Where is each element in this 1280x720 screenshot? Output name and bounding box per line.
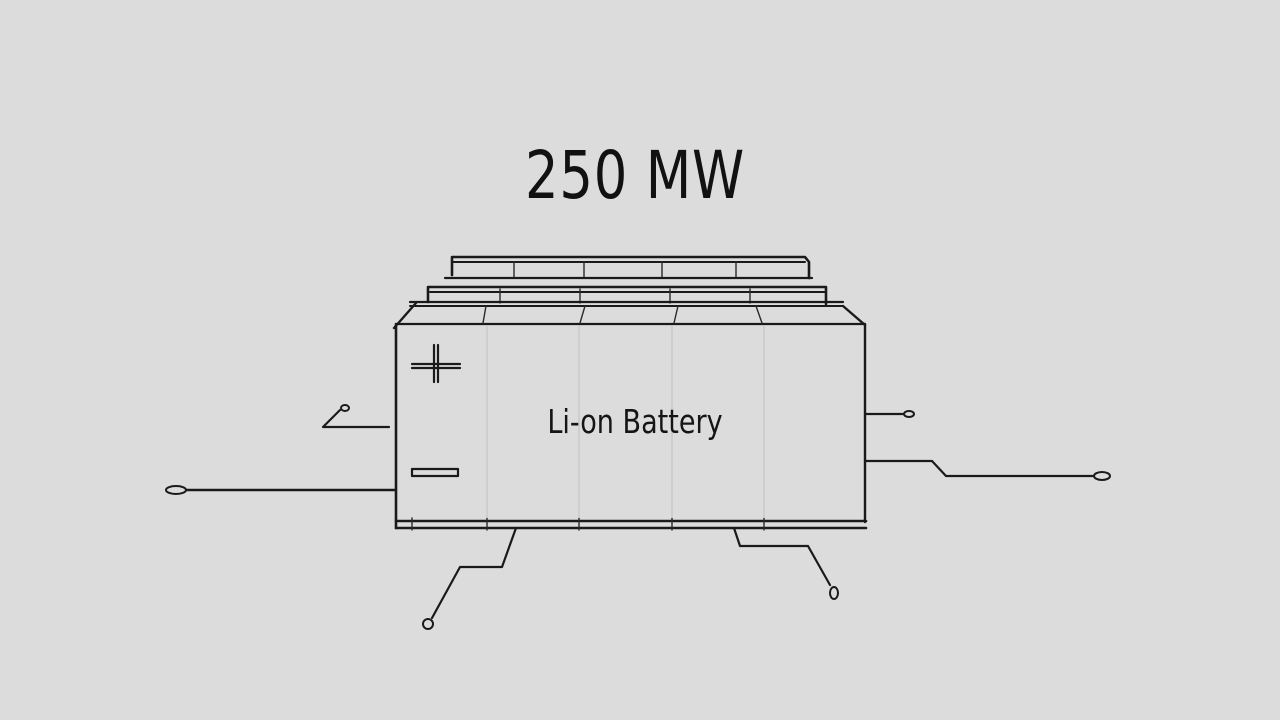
battery-lid [392, 301, 867, 330]
battery-top-layers [408, 255, 845, 307]
minus-icon [410, 467, 460, 478]
capacity-title: 250 MW [524, 137, 746, 214]
battery-label: Li-on Battery [547, 402, 723, 441]
plus-icon [410, 343, 462, 384]
connection-wires [165, 404, 1111, 630]
battery-body [394, 322, 868, 531]
